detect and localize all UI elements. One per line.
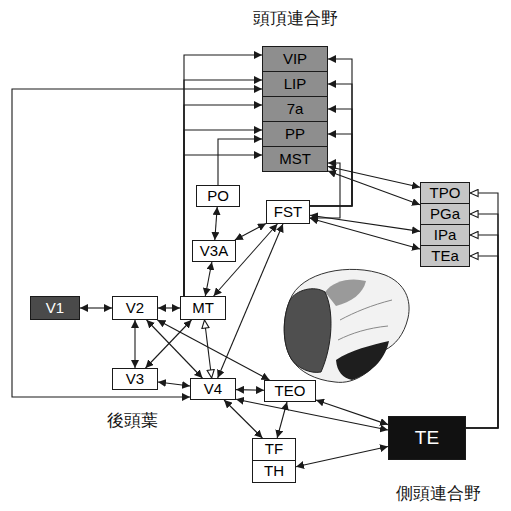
pathway-arrow (184, 55, 262, 296)
pathway-arrow (296, 447, 388, 467)
parietal-area-box: MST (262, 146, 328, 172)
pathway-arrow (184, 130, 262, 296)
area-name: VIP (283, 51, 307, 68)
area-box: V2 (112, 296, 158, 320)
pathway-arrow (224, 400, 262, 438)
temporal-area (336, 341, 389, 380)
area-name: FST (274, 204, 302, 221)
pathway-arrow (184, 155, 262, 296)
area-name: LIP (284, 76, 307, 93)
brain-sulcus (338, 326, 388, 340)
pathway-arrow (12, 89, 262, 397)
area-box: TF (252, 438, 296, 461)
area-box: FST (266, 200, 310, 224)
area-box: TH (252, 460, 296, 483)
area-name: TF (265, 441, 283, 458)
pathway-arrow (158, 382, 190, 386)
pathway-arrow (218, 139, 262, 185)
area-box: PO (196, 185, 240, 207)
pathway-arrow (215, 207, 217, 240)
area-name: MST (279, 151, 311, 168)
area-name: 7a (287, 101, 304, 118)
occipital-area (284, 289, 331, 373)
brain-figure (284, 269, 409, 382)
temporal-area-box: PGa (420, 203, 470, 225)
pathway-arrow (310, 218, 420, 249)
area-name: PGa (430, 206, 460, 223)
area-box: V3A (192, 240, 236, 262)
pathway-arrow (328, 171, 420, 205)
primary-area-box: V1 (30, 296, 80, 320)
area-box: V3 (112, 368, 158, 390)
area-name: V4 (204, 381, 222, 398)
pathway-arrow (236, 399, 388, 430)
pathway-arrow (277, 402, 287, 438)
pathway-arrow (134, 320, 135, 368)
area-box: TEO (264, 380, 316, 402)
pathway-arrow (205, 262, 212, 296)
area-name: TH (264, 463, 284, 480)
pathway-arrow (184, 80, 262, 296)
area-name: V3 (126, 371, 144, 388)
pathway-arrow (184, 105, 262, 296)
parietal-area-box: LIP (262, 71, 328, 97)
parietal-area-box: 7a (262, 96, 328, 122)
temporal-area-box: IPa (420, 224, 470, 246)
region-label: 頭頂連合野 (253, 7, 338, 30)
region-label: 側頭連合野 (396, 482, 481, 505)
pathway-arrow (466, 214, 498, 428)
parietal-area (325, 279, 366, 306)
area-name: TEa (431, 248, 459, 265)
area-name: IPa (434, 227, 457, 244)
area-name: TEO (275, 383, 306, 400)
pathway-arrow (466, 193, 498, 428)
area-box: MT (180, 296, 226, 320)
pathway-arrow (235, 224, 266, 240)
pathway-arrow (236, 389, 264, 391)
area-name: TE (415, 428, 439, 449)
area-name: PO (207, 188, 229, 205)
temporal-area-box: TE (388, 416, 466, 460)
pathway-arrow (328, 166, 420, 187)
pathway-arrow (80, 307, 112, 308)
parietal-area-box: VIP (262, 46, 328, 72)
area-name: V1 (46, 300, 64, 317)
temporal-area-box: TPO (420, 182, 470, 204)
area-name: PP (285, 126, 305, 143)
area-name: V2 (126, 300, 144, 317)
area-box: V4 (190, 378, 236, 400)
area-name: TPO (430, 185, 461, 202)
pathway-arrow (158, 307, 180, 308)
pathway-arrow (146, 320, 192, 368)
pathway-arrow (157, 320, 269, 380)
pathway-arrow (466, 256, 498, 428)
area-name: V3A (200, 243, 228, 260)
temporal-area-box: TEa (420, 245, 470, 267)
pathway-arrow (204, 320, 211, 378)
brain-outline (284, 269, 409, 382)
parietal-area-box: PP (262, 121, 328, 147)
pathway-arrow (466, 235, 498, 428)
area-name: MT (192, 300, 214, 317)
pathway-arrow (316, 400, 388, 425)
region-label: 後頭葉 (107, 409, 158, 432)
brain-sulcus (340, 300, 392, 320)
